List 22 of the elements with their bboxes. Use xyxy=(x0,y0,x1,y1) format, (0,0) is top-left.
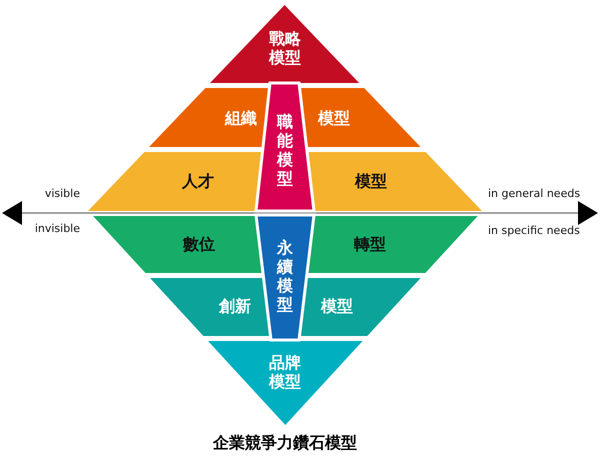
axis-label: visible xyxy=(44,187,80,200)
segment-label: 模型 xyxy=(318,108,350,128)
segment-label: 轉型 xyxy=(354,234,386,254)
triangle-segment xyxy=(210,5,360,83)
axis-label: in general needs xyxy=(488,187,580,200)
segment-label: 人才 xyxy=(182,172,214,190)
segment-label: 模型 xyxy=(320,296,353,316)
segment-label: 模型 xyxy=(355,172,387,190)
trapezoid-band xyxy=(88,152,482,211)
center-bar xyxy=(256,83,314,211)
axis-label: in specific needs xyxy=(488,224,580,237)
segment-label: 組織 xyxy=(224,108,257,128)
segment-label: 戰略模型 xyxy=(268,29,302,67)
triangle-segment xyxy=(208,341,362,425)
segment-label: 永續模型 xyxy=(276,238,294,314)
axis-label: invisible xyxy=(34,222,80,235)
segment-label: 職能模型 xyxy=(276,112,294,188)
segment-label: 品牌模型 xyxy=(268,353,302,391)
caption: 企業競爭力鑽石模型 xyxy=(212,433,358,454)
trapezoid-band xyxy=(150,278,420,336)
segment-label: 數位 xyxy=(182,234,215,254)
segment-label: 創新 xyxy=(218,296,251,316)
